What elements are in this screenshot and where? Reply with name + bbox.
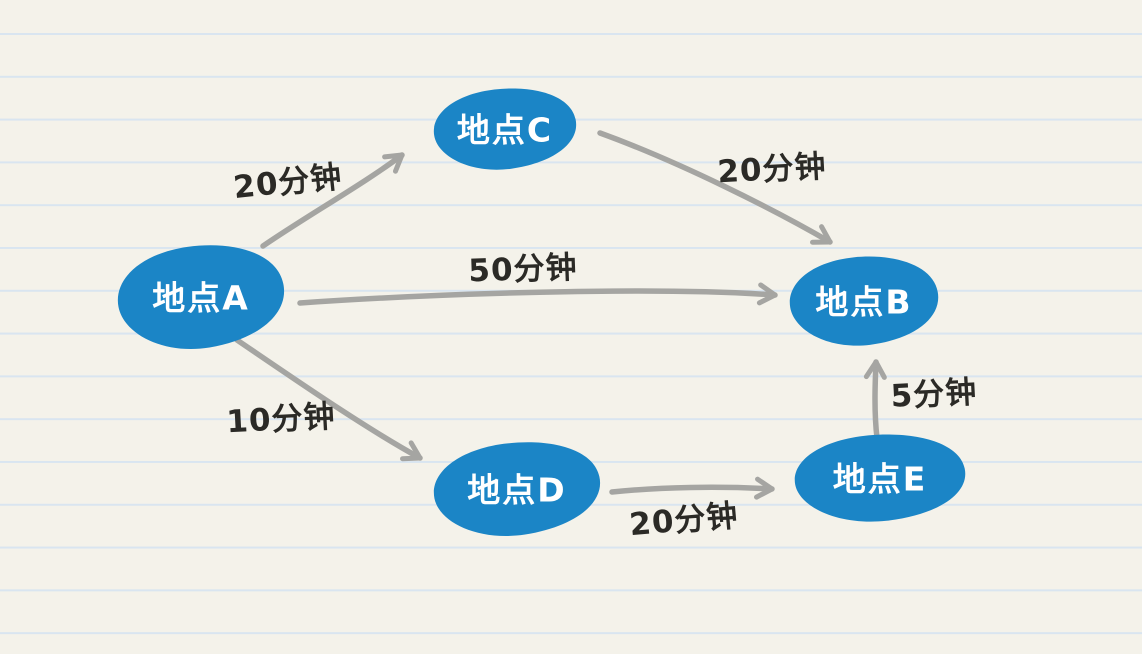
edge-c-to-b: 20分钟 <box>597 130 833 245</box>
node-location-d-blob <box>433 442 601 536</box>
edge-a-to-d-arrow <box>234 337 423 462</box>
edge-a-to-b-label: 50分钟 <box>468 250 578 290</box>
edge-d-to-e-label: 20分钟 <box>628 498 740 543</box>
node-location-d: 地点D <box>433 442 601 536</box>
node-location-a-label: 地点A <box>152 279 250 318</box>
node-location-c-label: 地点C <box>457 111 553 150</box>
edge-e-to-b: 5分钟 <box>863 359 978 441</box>
edge-e-to-b-label: 5分钟 <box>890 374 978 414</box>
edge-d-to-e: 20分钟 <box>609 476 775 543</box>
node-location-e-label: 地点E <box>833 460 928 499</box>
node-location-c: 地点C <box>433 88 577 170</box>
edge-a-to-b: 50分钟 <box>297 250 778 306</box>
edge-a-to-c: 20分钟 <box>232 152 405 249</box>
node-location-b: 地点B <box>789 256 939 346</box>
edge-a-to-d: 10分钟 <box>225 337 423 462</box>
edge-a-to-c-arrow <box>260 152 405 249</box>
node-location-e: 地点E <box>794 434 966 522</box>
node-location-b-label: 地点B <box>815 283 912 322</box>
edge-c-to-b-arrow <box>597 130 833 245</box>
node-location-a: 地点A <box>117 245 285 349</box>
edge-a-to-d-label: 10分钟 <box>225 399 336 441</box>
node-location-b-blob <box>789 256 939 346</box>
node-location-d-label: 地点D <box>467 471 566 510</box>
node-location-c-blob <box>433 88 577 170</box>
edge-e-to-b-arrow <box>863 359 887 441</box>
edge-d-to-e-arrow <box>609 476 775 500</box>
edge-a-to-c-label: 20分钟 <box>232 159 344 206</box>
node-location-e-blob <box>794 434 966 522</box>
edge-c-to-b-label: 20分钟 <box>716 149 827 191</box>
node-location-a-blob <box>117 245 285 349</box>
edge-a-to-b-arrow <box>297 282 778 306</box>
